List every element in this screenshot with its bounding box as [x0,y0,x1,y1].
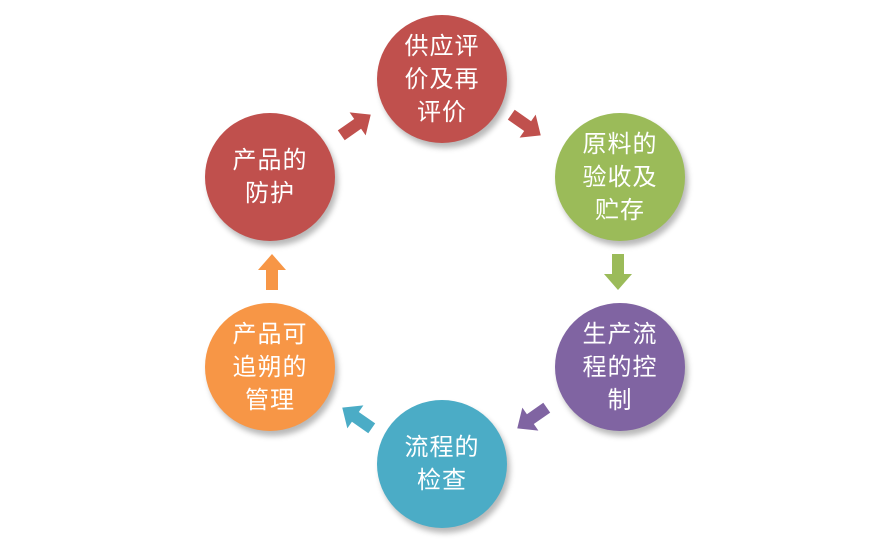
arrow-inspection-to-traceability-icon [342,405,376,434]
node-raw-material: 原料的 验收及 贮存 [555,113,685,241]
node-production-control: 生产流 程的控 制 [555,303,685,431]
arrow-protection-to-supplier-icon [337,112,371,141]
arrow-raw-to-production-icon [604,254,632,290]
node-label: 生产流 程的控 制 [582,319,658,414]
arrow-traceability-to-protection-icon [258,254,286,290]
node-process-inspection: 流程的 检查 [377,400,507,528]
node-supplier-evaluation: 供应评 价及再 评价 [377,15,507,143]
node-label: 供应评 价及再 评价 [404,31,480,126]
node-label: 产品的 防护 [232,146,308,207]
node-label: 原料的 验收及 贮存 [582,129,658,224]
arrow-production-to-inspection-icon [517,402,551,431]
node-label: 流程的 检查 [404,433,480,494]
node-label: 产品可 追朔的 管理 [232,319,308,414]
node-protection: 产品的 防护 [205,113,335,241]
arrow-supplier-to-raw-icon [507,109,541,138]
node-traceability: 产品可 追朔的 管理 [205,303,335,431]
